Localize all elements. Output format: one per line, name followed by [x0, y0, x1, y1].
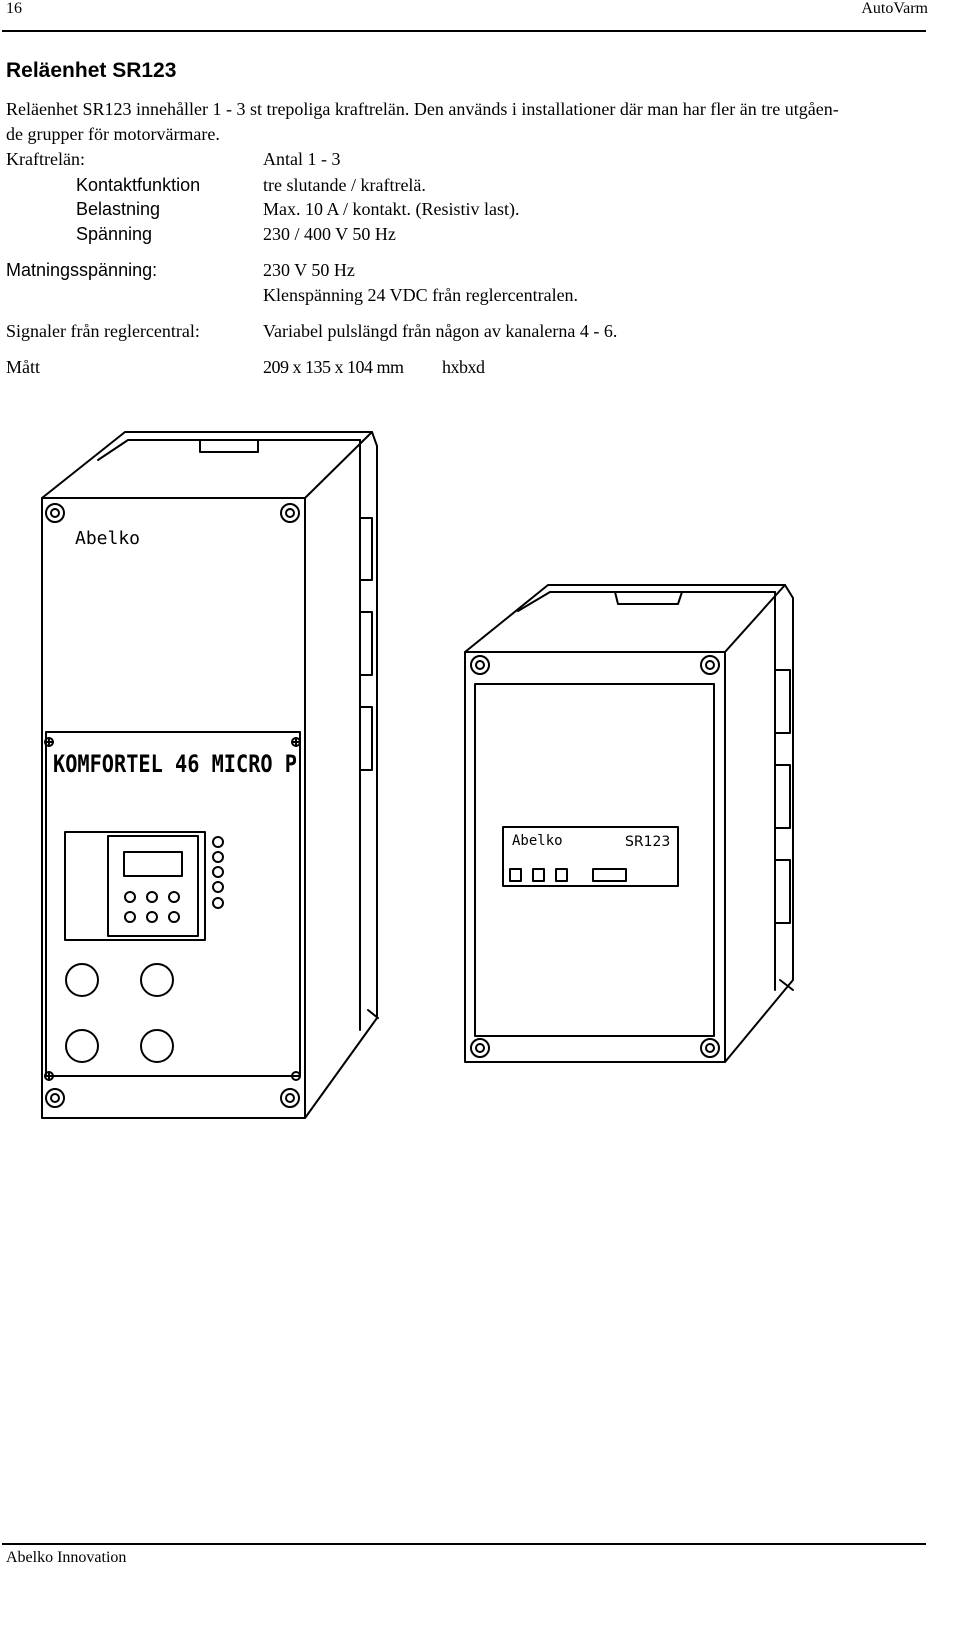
spec-belastning-label: Belastning	[76, 199, 161, 219]
spec-matning-value-1: 230 V 50 Hz	[263, 260, 355, 280]
page-title: Reläenhet SR123	[6, 59, 177, 82]
spec-spanning-value: 230 / 400 V 50 Hz	[263, 224, 396, 244]
right-model-text: SR123	[625, 834, 670, 850]
intro-line-2: de grupper för motorvärmare.	[6, 124, 220, 144]
left-product-text: KOMFORTEL 46 MICRO P	[53, 750, 297, 778]
left-brand-text: Abelko	[75, 528, 140, 549]
spec-kontakt-value: tre slutande / kraftrelä.	[263, 175, 426, 195]
spec-signaler-value: Variabel pulslängd från någon av kanaler…	[263, 321, 618, 341]
header-brand: AutoVarm	[861, 0, 928, 17]
spec-kraftrelan-value: Antal 1 - 3	[263, 149, 341, 169]
spec-spanning-label: Spänning	[76, 224, 153, 244]
page-number: 16	[6, 0, 22, 17]
spec-matt-label: Mått	[6, 357, 40, 377]
spec-matning-value-2: Klenspänning 24 VDC från reglercentralen…	[263, 285, 579, 305]
product-drawing: Abelko KOMFORTEL 46 MICRO P Abelko SR123	[41, 431, 794, 1119]
spec-belastning-value: Max. 10 A / kontakt. (Resistiv last).	[263, 199, 520, 219]
left-enclosure	[41, 431, 379, 1119]
spec-kontakt-label: Kontaktfunktion	[76, 175, 201, 195]
spec-kraftrelan-label: Kraftrelän:	[6, 149, 85, 169]
spec-signaler-label: Signaler från reglercentral:	[6, 321, 200, 341]
footer-rule	[2, 1543, 926, 1545]
intro-line-1: Reläenhet SR123 innehåller 1 - 3 st trep…	[6, 99, 839, 119]
right-brand-text: Abelko	[512, 833, 563, 849]
spec-matt-unit: hxbxd	[442, 357, 485, 377]
spec-matning-label: Matningsspänning:	[6, 260, 158, 280]
spec-matt-value: 209 x 135 x 104 mm	[263, 357, 404, 377]
header-rule	[2, 30, 926, 32]
right-enclosure	[464, 584, 794, 1063]
footer-company: Abelko Innovation	[6, 1549, 127, 1566]
